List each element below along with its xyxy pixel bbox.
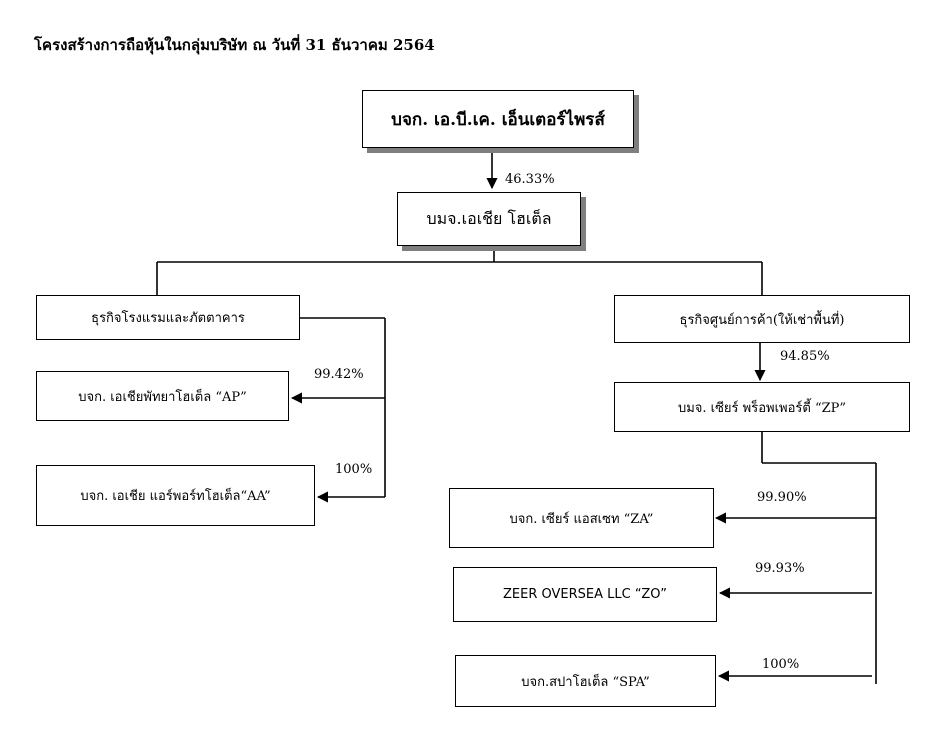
- node-zp: บมจ. เซียร์ พร็อพเพอร์ตี้ “ZP”: [614, 382, 910, 432]
- node-abk-enterprise: บจก. เอ.บี.เค. เอ็นเตอร์ไพรส์: [362, 90, 634, 148]
- node-ap-label: บจก. เอเชียพัทยาโฮเต็ล “AP”: [78, 389, 247, 405]
- pct-zo: 99.93%: [755, 561, 805, 576]
- node-aa: บจก. เอเชีย แอร์พอร์ทโฮเต็ล“AA”: [36, 465, 315, 526]
- node-asia-hotel: บมจ.เอเชีย โฮเต็ล: [397, 192, 581, 246]
- pct-ap: 99.42%: [314, 367, 364, 382]
- node-abk-label: บจก. เอ.บี.เค. เอ็นเตอร์ไพรส์: [391, 109, 605, 130]
- node-zo: ZEER OVERSEA LLC “ZO”: [453, 567, 717, 622]
- node-retail-business-label: ธุรกิจศูนย์การค้า(ให้เช่าพื้นที่): [679, 312, 845, 328]
- node-retail-business: ธุรกิจศูนย์การค้า(ให้เช่าพื้นที่): [614, 295, 910, 343]
- node-hotel-business-label: ธุรกิจโรงแรมและภัตตาคาร: [91, 311, 245, 326]
- pct-zp: 94.85%: [780, 349, 830, 364]
- node-za-label: บจก. เซียร์ แอสเซท “ZA”: [509, 511, 654, 527]
- page-title: โครงสร้างการถือหุ้นในกลุ่มบริษัท ณ วันที…: [34, 36, 435, 54]
- node-ap: บจก. เอเชียพัทยาโฮเต็ล “AP”: [36, 371, 289, 421]
- node-aa-label: บจก. เอเชีย แอร์พอร์ทโฮเต็ล“AA”: [80, 489, 271, 504]
- node-hotel-business: ธุรกิจโรงแรมและภัตตาคาร: [36, 295, 300, 340]
- node-zo-label: ZEER OVERSEA LLC “ZO”: [503, 587, 667, 602]
- pct-spa: 100%: [762, 657, 800, 672]
- node-za: บจก. เซียร์ แอสเซท “ZA”: [449, 488, 714, 548]
- node-asia-hotel-label: บมจ.เอเชีย โฮเต็ล: [426, 208, 552, 228]
- pct-abk-to-asia: 46.33%: [505, 172, 555, 187]
- node-spa-label: บจก.สปาโฮเต็ล “SPA”: [521, 674, 650, 690]
- node-spa: บจก.สปาโฮเต็ล “SPA”: [455, 655, 716, 707]
- pct-za: 99.90%: [757, 490, 807, 505]
- node-zp-label: บมจ. เซียร์ พร็อพเพอร์ตี้ “ZP”: [677, 400, 847, 416]
- pct-aa: 100%: [335, 462, 373, 477]
